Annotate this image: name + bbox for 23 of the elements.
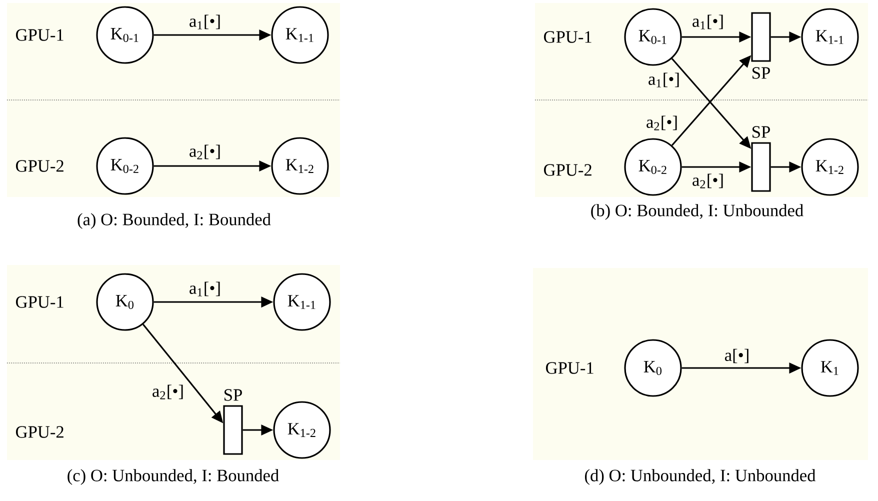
edge-label: a$_{2}$[•]: [188, 143, 222, 161]
edge-label: a$_{2}$[•]: [150, 383, 186, 401]
gpu-label: GPU-1: [544, 31, 592, 43]
box-label: SP: [752, 67, 770, 79]
edge-label: a$_{2}$[•]: [644, 114, 680, 132]
box-label: SP: [752, 126, 770, 138]
gpu-label: GPU-1: [546, 362, 594, 374]
subfigure-caption: (b) O: Bounded, I: Unbounded: [591, 204, 804, 220]
edge-label: a$_{2}$[•]: [690, 172, 726, 190]
gpu-label: GPU-2: [16, 160, 64, 172]
gpu-label: GPU-1: [16, 29, 64, 41]
box-label: SP: [224, 389, 242, 401]
edge-label: a$_{1}$[•]: [646, 71, 682, 89]
subfigure-caption: (c) O: Unbounded, I: Bounded: [68, 469, 279, 485]
edge-label: a[•]: [723, 348, 751, 365]
gpu-label: GPU-1: [16, 296, 64, 308]
subfigure-caption: (a) O: Bounded, I: Bounded: [78, 213, 271, 229]
gpu-label: GPU-2: [16, 426, 64, 438]
edge-label: a$_{1}$[•]: [690, 13, 726, 31]
subfigure-caption: (d) O: Unbounded, I: Unbounded: [584, 469, 816, 485]
edge-label: a$_{1}$[•]: [188, 280, 222, 298]
edge-label: a$_{1}$[•]: [188, 13, 222, 31]
gpu-label: GPU-2: [544, 164, 592, 176]
